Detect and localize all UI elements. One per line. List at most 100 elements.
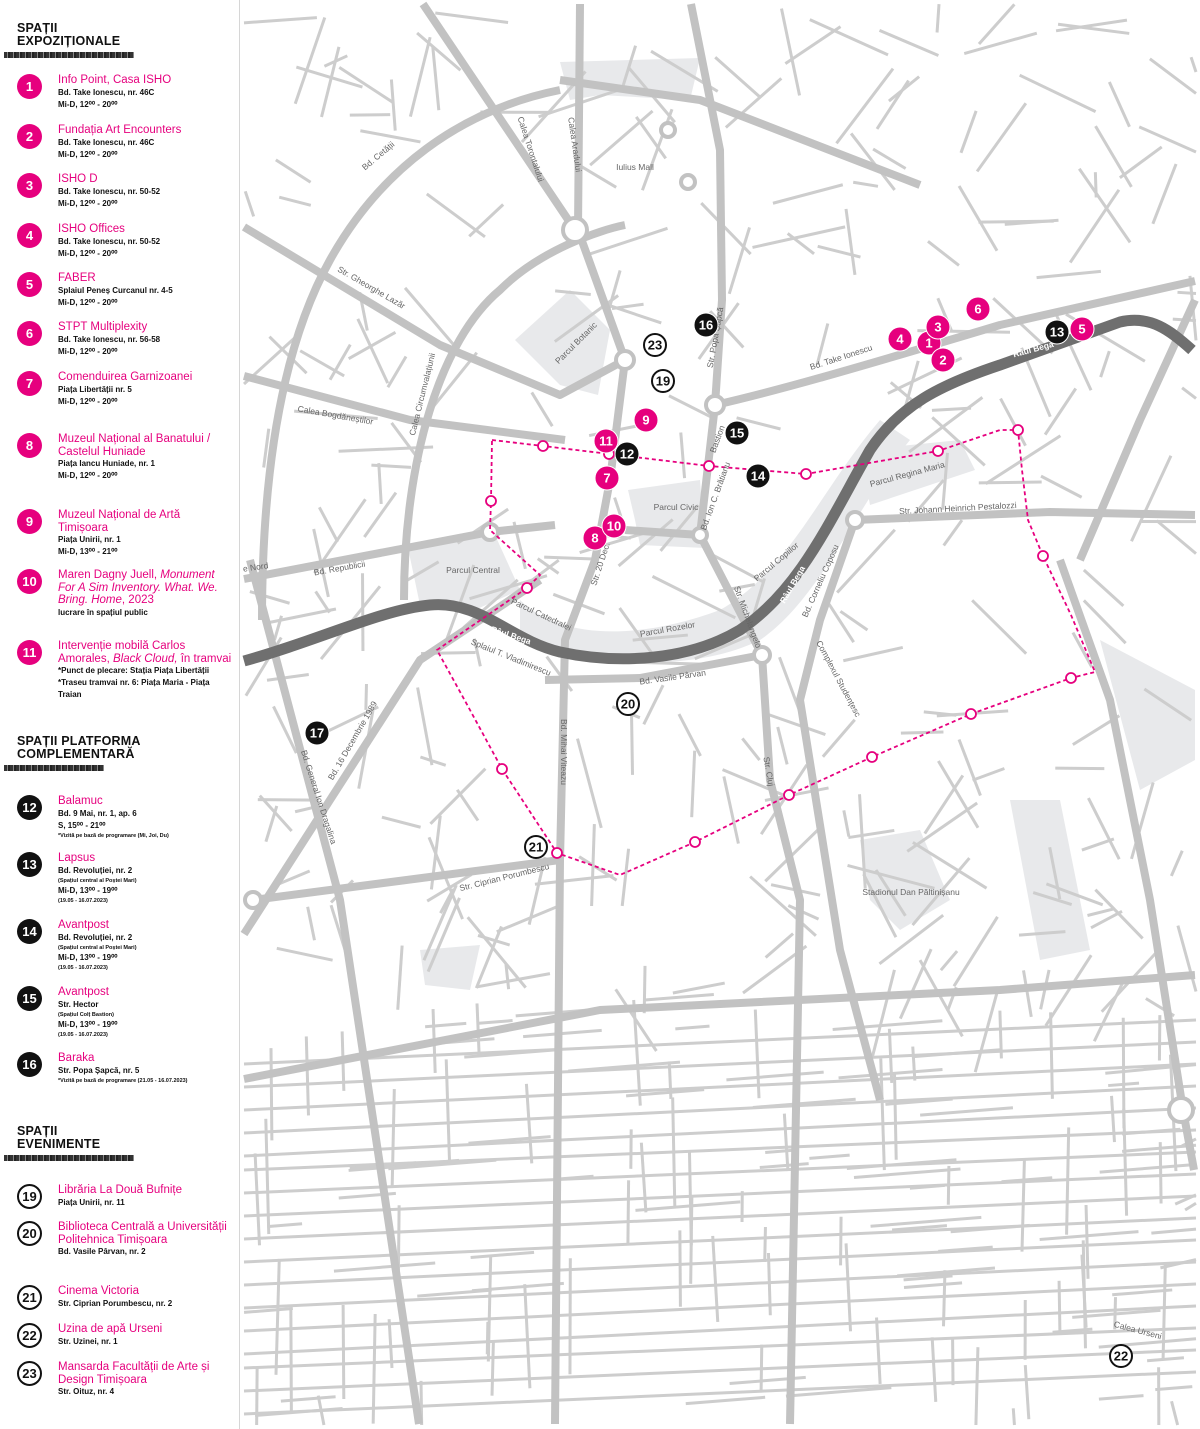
venue-name: Cinema Victoria [58, 1285, 232, 1298]
street [753, 1009, 761, 1099]
venue-marker-5[interactable]: 5 [1069, 316, 1095, 342]
venue-name-part: Biblioteca Centrală a Universității Poli… [58, 1221, 227, 1246]
venue-marker-21[interactable]: 21 [524, 835, 548, 859]
tram-stop-icon [537, 440, 549, 452]
venue-name: Info Point, Casa ISHO [58, 74, 232, 87]
tram-route [435, 429, 1097, 876]
venue-marker-19[interactable]: 19 [651, 369, 675, 393]
venue-marker-20[interactable]: 20 [616, 692, 640, 716]
street [714, 56, 762, 99]
venue-marker-17[interactable]: 17 [304, 720, 330, 746]
number-badge: 20 [17, 1221, 42, 1246]
venue-marker-10[interactable]: 10 [601, 513, 627, 539]
street [527, 856, 547, 925]
marker-circle [594, 465, 620, 491]
street [700, 202, 752, 256]
venue-marker-11[interactable]: 11 [593, 428, 619, 454]
street [911, 857, 971, 927]
street [426, 873, 473, 903]
street [677, 713, 702, 757]
street [727, 226, 751, 295]
venue-name: Intervenție mobilă Carlos Amorales, Blac… [58, 640, 232, 665]
tram-stop-icon [521, 582, 533, 594]
street [1155, 1385, 1193, 1392]
venue-marker-6[interactable]: 6 [965, 296, 991, 322]
venue-detail: lucrare în spațiul public [58, 607, 148, 617]
venue-marker-9[interactable]: 9 [633, 407, 659, 433]
marker-circle [1069, 316, 1095, 342]
section-title-line: EXPOZIȚIONALE [17, 34, 121, 48]
street [396, 945, 404, 1010]
venue-marker-23[interactable]: 23 [643, 333, 667, 357]
marker-number: 23 [648, 338, 662, 353]
street [243, 1062, 1197, 1112]
street [1018, 930, 1066, 937]
road-south-horizontal [243, 971, 1196, 1083]
street [1148, 57, 1197, 95]
street [267, 1222, 303, 1229]
venue-name: Biblioteca Centrală a Universității Poli… [58, 1221, 232, 1246]
venue-detail: Bd. 9 Mai, nr. 1, ap. 6 [58, 808, 137, 818]
venue-detail: (Spațiul central al Poștei Mari) [58, 944, 137, 951]
street [416, 687, 434, 766]
street [485, 1321, 490, 1355]
marker-circle [524, 835, 548, 859]
street [323, 54, 348, 68]
venue-name: ISHO Offices [58, 223, 232, 236]
street [1161, 1263, 1167, 1360]
venue-marker-7[interactable]: 7 [594, 465, 620, 491]
venue-marker-15[interactable]: 15 [724, 420, 750, 446]
venue-marker-22[interactable]: 22 [1109, 1344, 1133, 1368]
street [651, 575, 736, 620]
street [759, 1162, 809, 1169]
venue-detail: Bd. Vasile Pârvan, nr. 2 [58, 1247, 146, 1256]
venue-marker-13[interactable]: 13 [1044, 319, 1070, 345]
section-title-line: SPAȚII PLATFORMA [17, 734, 141, 748]
venue-marker-8[interactable]: 8 [582, 525, 608, 551]
street [431, 46, 441, 111]
tram-stop-icon [551, 847, 563, 859]
street [386, 355, 408, 389]
brush-underline [4, 1155, 134, 1161]
venue-marker-16[interactable]: 16 [693, 312, 719, 338]
street [243, 1304, 1197, 1356]
legend-item[interactable]: 20 Biblioteca Centrală a Universității Po… [17, 1221, 232, 1258]
street [690, 750, 697, 818]
road-bd-cetatii [258, 86, 561, 621]
venue-marker-3[interactable]: 3 [925, 314, 951, 340]
street [659, 504, 700, 552]
brush-underline [4, 52, 134, 58]
venue-marker-2[interactable]: 2 [930, 347, 956, 373]
venue-marker-4[interactable]: 4 [887, 326, 913, 352]
venue-marker-12[interactable]: 12 [614, 441, 640, 467]
street [931, 406, 972, 412]
street [1176, 925, 1198, 992]
street [265, 607, 337, 625]
street [1087, 907, 1114, 917]
venue-marker-14[interactable]: 14 [745, 463, 771, 489]
street [685, 1395, 766, 1406]
marker-number: 7 [603, 471, 610, 486]
